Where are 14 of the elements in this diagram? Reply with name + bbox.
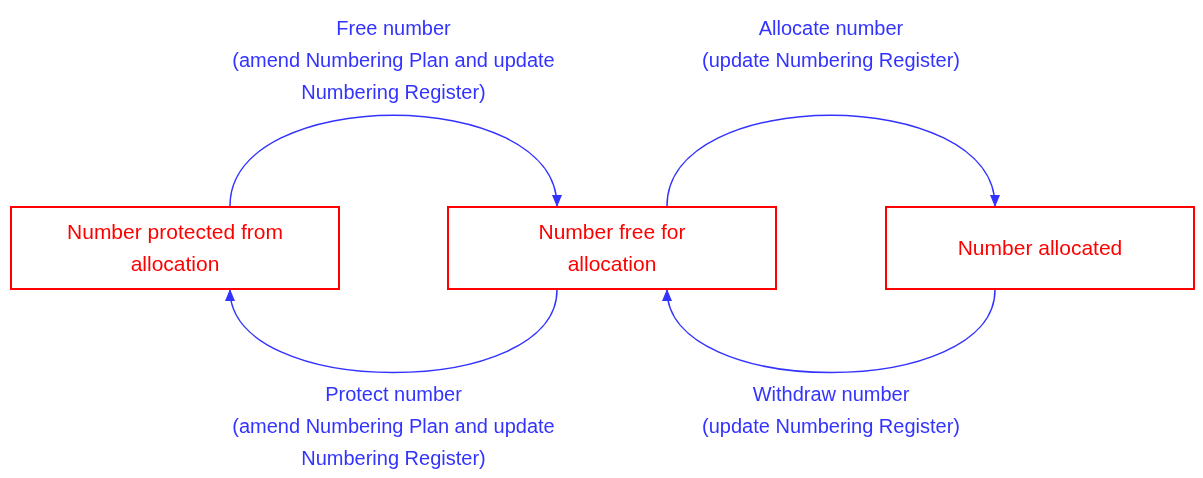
state-box: [10, 206, 340, 290]
state-label: Number protected from allocation: [66, 219, 284, 277]
curved-arrow: [227, 289, 558, 374]
state-label: Number free for allocation: [537, 219, 687, 277]
curved-arrow: [666, 114, 998, 207]
edge-label: Free number (amend Numbering Plan and update Numbering Register): [231, 16, 556, 105]
edge-label: Withdraw number (update Numbering Register): [701, 382, 961, 439]
edge-label: Allocate number (update Numbering Register): [701, 16, 961, 73]
state-label: Number allocated: [957, 235, 1123, 261]
state-box: [447, 206, 777, 290]
edge-label: Protect number (amend Numbering Plan and update Numbering Register): [231, 382, 556, 471]
curved-arrow: [664, 289, 996, 374]
state-box: [885, 206, 1195, 290]
curved-arrow: [229, 114, 560, 207]
